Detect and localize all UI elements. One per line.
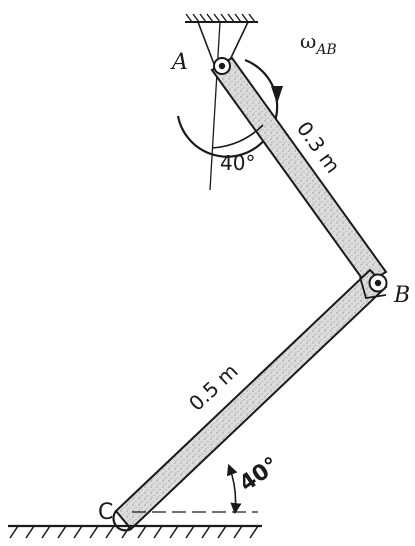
vertical-reference-line bbox=[209, 21, 221, 191]
label-angle-a: 40° bbox=[220, 151, 255, 175]
label-point-a: A bbox=[170, 50, 188, 75]
omega-arc-arrow bbox=[176, 58, 279, 158]
label-omega: ωAB bbox=[300, 29, 337, 58]
angle-a-arc bbox=[211, 124, 264, 149]
ground-support bbox=[8, 524, 262, 539]
pin-b bbox=[368, 273, 388, 293]
label-omega-subscript: AB bbox=[314, 42, 336, 58]
label-angle-c: 40° bbox=[235, 453, 283, 497]
right-angle-marker bbox=[359, 276, 387, 300]
label-point-c: C bbox=[98, 500, 113, 525]
omega-arc-arrowhead bbox=[271, 86, 283, 104]
ceiling-support bbox=[185, 13, 258, 65]
angle-c-arc bbox=[226, 463, 242, 515]
pin-a bbox=[213, 57, 231, 75]
label-omega-symbol: ω bbox=[300, 29, 316, 53]
label-point-b: B bbox=[393, 283, 410, 308]
